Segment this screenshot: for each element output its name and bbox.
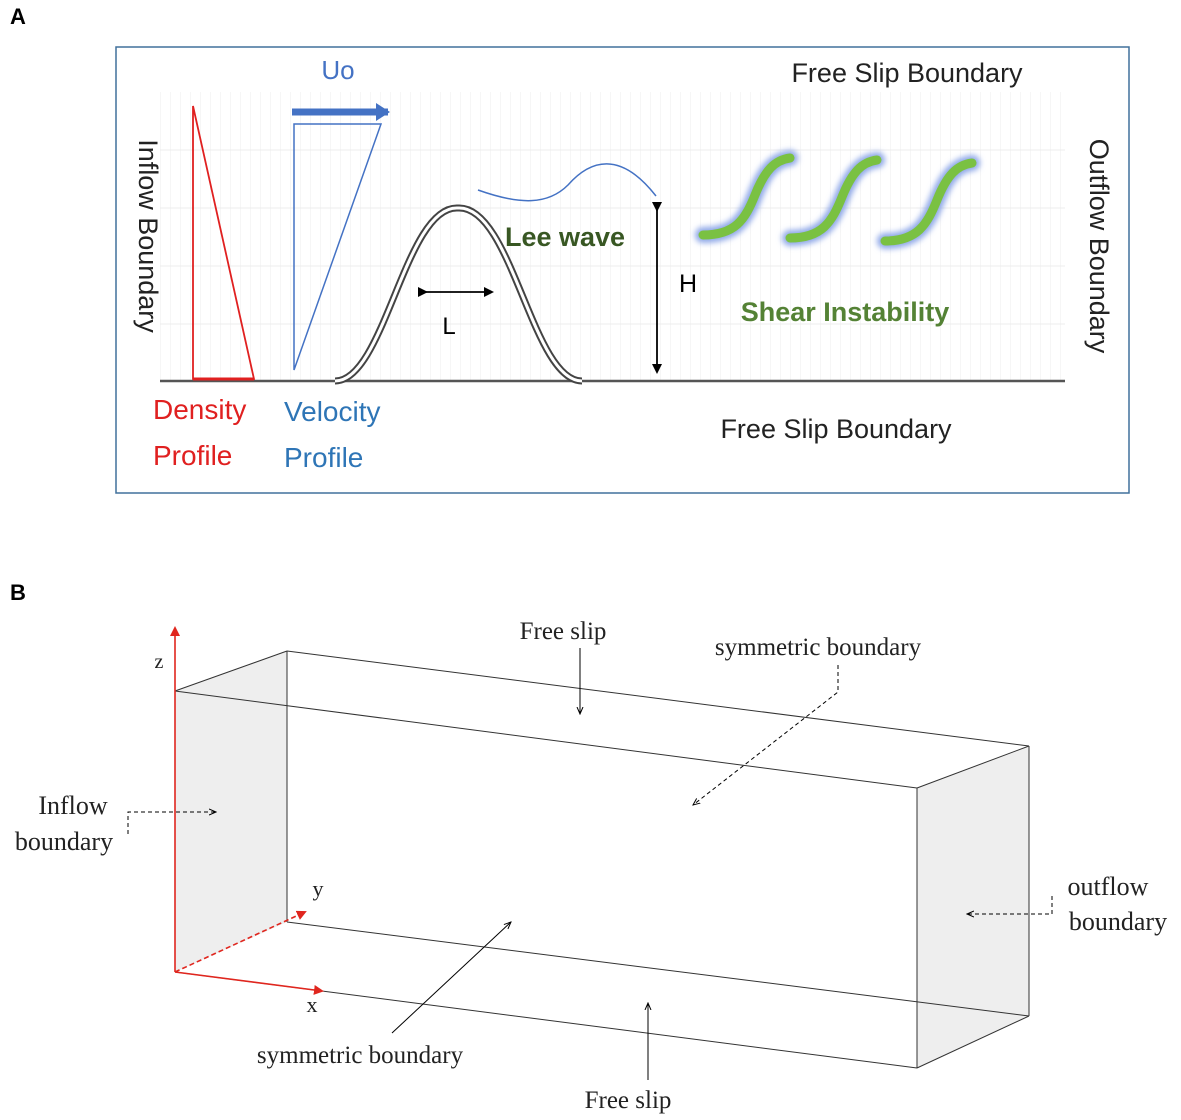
outflow-boundary-arrow [967, 896, 1053, 914]
free-slip-top-label: Free slip [520, 618, 607, 645]
velocity-profile-label-line1: Velocity [284, 396, 381, 427]
x-axis [174, 971, 324, 995]
inflow-boundary-label-line1: Inflow [38, 791, 108, 820]
symmetric-boundary-bottom-arrow [391, 922, 511, 1034]
inflow-boundary-label: Inflow Boundary [133, 139, 163, 333]
y-axis-label: y [313, 876, 324, 901]
velocity-profile-label-line2: Profile [284, 442, 363, 473]
density-profile-label-line2: Profile [153, 440, 232, 471]
panel-b: B z y x Free slip s [10, 580, 1167, 1114]
velocity-symbol-label: Uo [321, 55, 354, 85]
panel-a-label: A [10, 4, 26, 29]
panel-b-label: B [10, 580, 26, 605]
background-grid-rows [160, 149, 1065, 325]
outflow-boundary-label: Outflow Boundary [1084, 139, 1114, 354]
outflow-face [917, 746, 1029, 1068]
inflow-boundary-arrow [127, 812, 216, 834]
lee-wave-curve [477, 163, 657, 202]
inflow-boundary-label-line2: boundary [15, 827, 113, 856]
lee-wave-label: Lee wave [505, 222, 625, 252]
symmetric-boundary-top-label: symmetric boundary [715, 634, 922, 661]
inflow-face [175, 651, 287, 972]
height-symbol-label: H [679, 270, 697, 298]
shear-instability-label: Shear Instability [741, 297, 950, 327]
density-profile-label-line1: Density [153, 394, 246, 425]
hill-inner [334, 206, 583, 383]
bottom-free-slip-label: Free Slip Boundary [720, 414, 952, 444]
outflow-boundary-label-line2: boundary [1069, 907, 1167, 936]
panel-a: A Uo Lee wave H L [10, 4, 1130, 494]
outflow-boundary-label-line1: outflow [1068, 872, 1149, 901]
symmetric-boundary-top-arrow [693, 665, 839, 805]
symmetric-boundary-bottom-label: symmetric boundary [257, 1042, 464, 1069]
x-axis-label: x [307, 992, 318, 1017]
free-slip-bottom-label: Free slip [585, 1087, 672, 1114]
length-symbol-label: L [442, 313, 455, 340]
top-free-slip-label: Free Slip Boundary [791, 58, 1023, 88]
velocity-profile-triangle [293, 123, 383, 371]
coordinate-axes [170, 626, 324, 995]
z-axis-label: z [155, 651, 164, 673]
shear-instability-waves [695, 150, 980, 249]
box-edges [174, 650, 1030, 1069]
